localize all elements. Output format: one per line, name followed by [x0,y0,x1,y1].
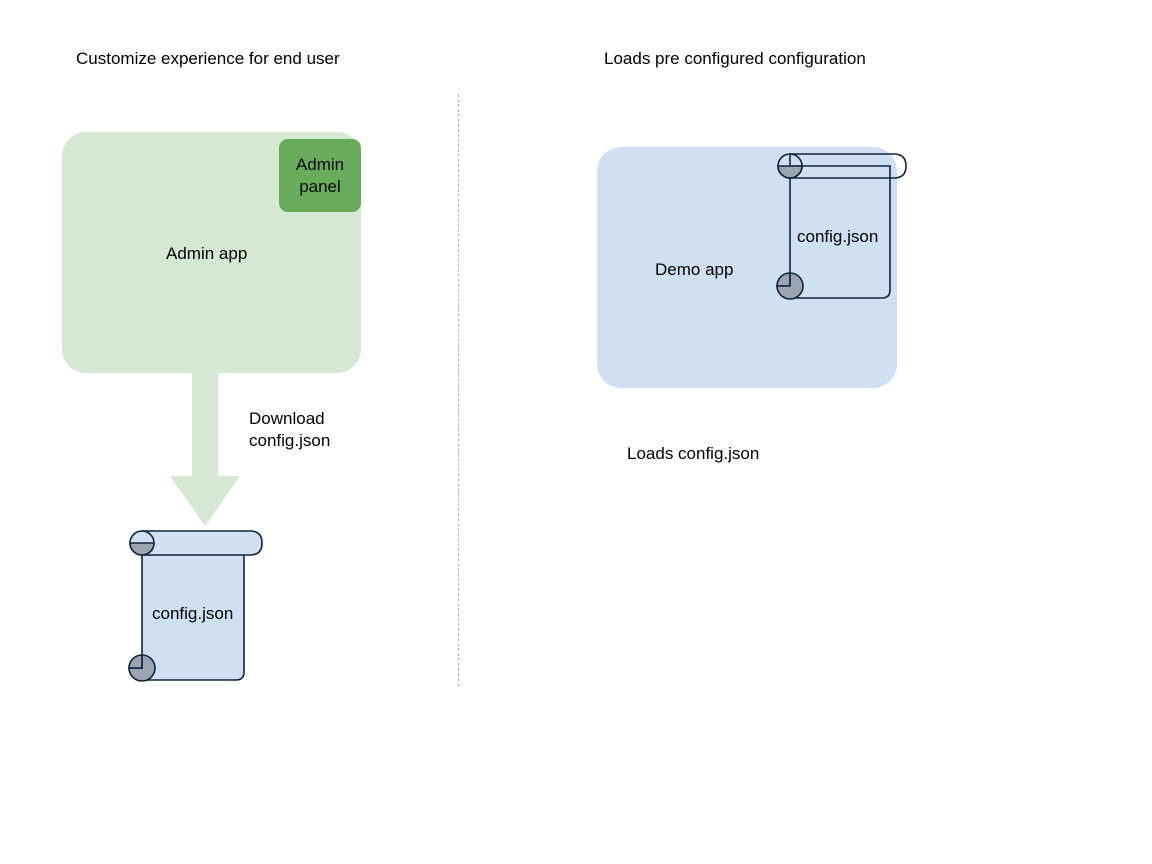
download-arrow-label: Download config.json [249,409,331,450]
scroll-document-icon [128,530,263,682]
demo-app-box [597,147,897,388]
admin-panel-chip[interactable]: Admin panel [279,139,361,212]
admin-app-label: Admin app [166,244,248,263]
demo-app-label: Demo app [655,260,734,279]
left-column-heading: Customize experience for end user [76,49,340,68]
right-column-heading: Loads pre configured configuration [604,49,866,68]
loads-config-caption: Loads config.json [627,444,760,463]
scroll-right-filename: config.json [797,227,879,246]
scroll-left-filename: config.json [152,604,234,623]
down-arrow-icon [170,366,240,526]
scroll-document-icon [776,153,907,300]
vertical-dashed-divider [458,94,459,686]
